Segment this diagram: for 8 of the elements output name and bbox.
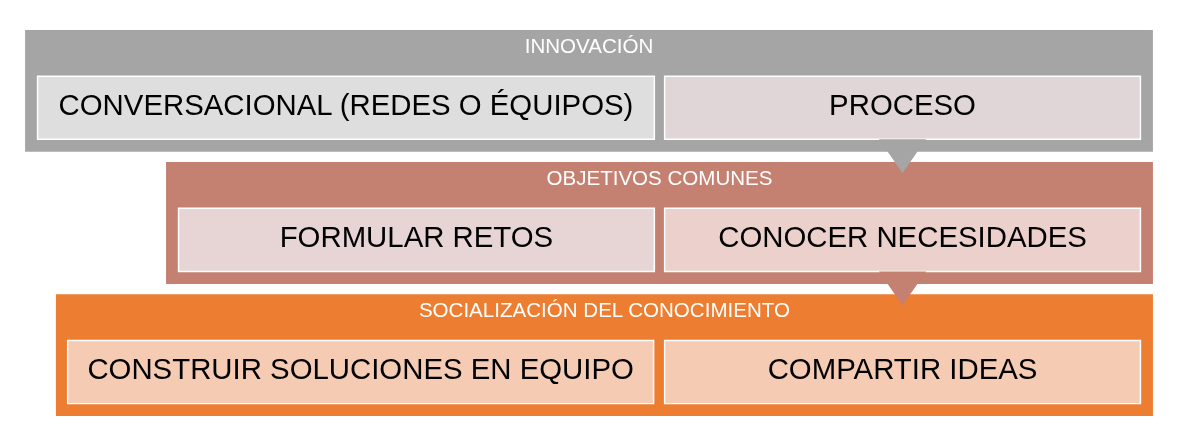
- node-box: COMPARTIR IDEAS: [663, 339, 1142, 404]
- node-box: CONOCER NECESIDADES: [663, 207, 1142, 272]
- node-box: CONVERSACIONAL (REDES O ÉQUIPOS): [36, 74, 656, 140]
- node-box: FORMULAR RETOS: [177, 207, 656, 272]
- arrow: [878, 270, 927, 305]
- arrow: [878, 138, 927, 173]
- node-box: PROCESO: [663, 74, 1142, 140]
- node-box: CONSTRUIR SOLUCIONES EN EQUIPO: [66, 339, 655, 404]
